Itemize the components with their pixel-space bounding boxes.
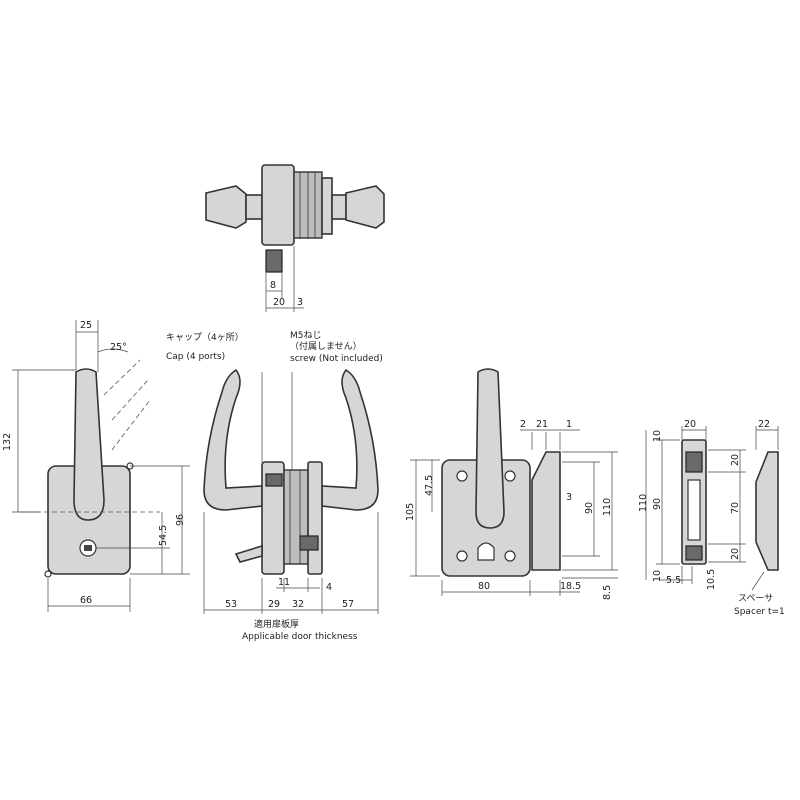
back-dim-18-5: 18.5 [560, 581, 581, 592]
side-left-lever [203, 368, 263, 511]
strike-dim-20b: 20 [730, 454, 741, 466]
front-view: 25 25° 132 96 54.5 66 [2, 320, 190, 612]
top-left-neck [245, 194, 263, 220]
back-dim-3: 3 [566, 492, 572, 503]
side-dim-4: 4 [326, 582, 332, 593]
top-view: 8 20 3 [205, 164, 385, 312]
back-dim-47-5: 47.5 [424, 475, 435, 496]
back-dim-110: 110 [602, 498, 613, 516]
top-dim-8: 8 [270, 280, 276, 291]
back-dim-105: 105 [405, 503, 416, 521]
top-left-lever [205, 185, 247, 229]
back-spindle [477, 542, 495, 561]
note-door-jp: 適用扉板厚 [254, 618, 299, 630]
front-lever [73, 368, 105, 521]
side-dim-57: 57 [342, 599, 354, 610]
strike-dim-10b: 10 [652, 570, 663, 582]
strike-dim-20c: 20 [730, 548, 741, 560]
side-view: キャップ（4ヶ所） Cap (4 ports) M5ねじ （付属しません） sc… [166, 330, 383, 642]
back-dim-1: 1 [566, 419, 572, 430]
spacer-view: 22 スペーサ Spacer t=1 [734, 419, 785, 617]
top-dim-20: 20 [273, 297, 285, 308]
back-lever [475, 368, 505, 529]
front-dim-54-5: 54.5 [158, 525, 169, 546]
back-view: 105 47.5 80 18.5 2 21 1 110 90 3 8.5 [405, 368, 618, 600]
side-cap-bottom [299, 535, 319, 551]
strike-view: 20 110 90 10 10 20 70 20 5.5 10.5 [638, 419, 746, 590]
note-screw-jp-2: （付属しません） [290, 341, 362, 352]
strike-dim-20a: 20 [684, 419, 696, 430]
top-right-lever [345, 185, 385, 229]
spacer-label-jp: スペーサ [738, 593, 773, 604]
front-dim-96: 96 [175, 514, 186, 526]
note-screw-jp-1: M5ねじ [290, 330, 322, 341]
strike-dim-5-5: 5.5 [666, 575, 681, 586]
top-body [261, 164, 295, 246]
strike-dim-70: 70 [730, 502, 741, 514]
front-dim-132: 132 [2, 433, 13, 451]
back-dim-90: 90 [584, 502, 595, 514]
spacer-dim-22: 22 [758, 419, 770, 430]
side-dim-53: 53 [225, 599, 237, 610]
note-door-en: Applicable door thickness [242, 632, 358, 642]
back-dim-80: 80 [478, 581, 490, 592]
note-cap-jp: キャップ（4ヶ所） [166, 332, 244, 343]
strike-dim-10a: 10 [652, 430, 663, 442]
side-dim-11: 11 [278, 577, 290, 588]
strike-dim-110: 110 [638, 494, 649, 512]
side-right-lever [321, 368, 379, 511]
note-screw-en: screw (Not included) [290, 354, 383, 364]
strike-upper-hole [685, 451, 703, 473]
top-plate [321, 177, 333, 235]
note-cap-en: Cap (4 ports) [166, 352, 225, 362]
side-back-plate [307, 461, 323, 575]
strike-dim-10-5: 10.5 [706, 569, 717, 590]
top-cylinder [265, 249, 283, 273]
strike-dim-90: 90 [652, 498, 663, 510]
side-cap-top [265, 473, 283, 487]
strike-lower-hole [685, 545, 703, 561]
spacer-label-en: Spacer t=1 [734, 607, 785, 617]
side-latch [234, 544, 263, 563]
back-dim-21: 21 [536, 419, 548, 430]
strike-slot [687, 479, 701, 541]
side-dim-32: 32 [292, 599, 304, 610]
top-right-neck [331, 194, 347, 220]
spacer-part [755, 451, 779, 571]
back-dim-2: 2 [520, 419, 526, 430]
top-dim-3: 3 [297, 297, 303, 308]
front-dim-66: 66 [80, 595, 92, 606]
front-dim-angle: 25° [110, 342, 127, 353]
back-dim-8-5: 8.5 [602, 585, 613, 600]
side-dim-29: 29 [268, 599, 280, 610]
front-dim-25: 25 [80, 320, 92, 331]
back-latch-side [531, 451, 561, 571]
